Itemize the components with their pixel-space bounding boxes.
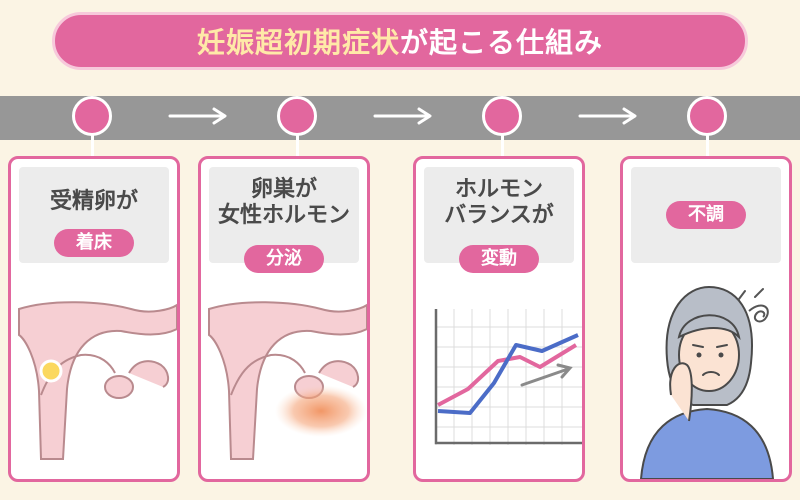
arrow-right-icon [373, 107, 432, 125]
step-card-fluctuation: ホルモン バランスが 変動 [413, 156, 585, 482]
arrow-right-icon [168, 107, 227, 125]
timeline-stem-3 [501, 134, 504, 158]
ovary-illustration [208, 301, 367, 460]
step-label-line1: ホルモン [454, 177, 543, 202]
page-title: 妊娠超初期症状が起こる仕組み [52, 12, 748, 70]
step-label-line1: 卵巣が [250, 177, 317, 202]
title-highlight: 妊娠超初期症状 [196, 26, 400, 59]
step-tag: 不調 [666, 201, 746, 229]
uterus-illustration [18, 301, 177, 460]
step-tag: 分泌 [244, 245, 324, 273]
step-label-line2: バランスが [444, 203, 554, 228]
hormone-graph-illustration [434, 309, 582, 445]
step-card-discomfort: 不調 [620, 156, 792, 482]
timeline-track [0, 96, 800, 140]
troubled-woman-illustration [639, 285, 775, 479]
timeline-node-4 [687, 96, 727, 136]
step-tag: 着床 [54, 229, 134, 257]
step-card-secretion: 卵巣が 女性ホルモン 分泌 [198, 156, 370, 482]
timeline-node-2 [277, 96, 317, 136]
timeline-stem-2 [296, 134, 299, 158]
timeline-node-3 [482, 96, 522, 136]
arrow-right-icon [578, 107, 637, 125]
step-label-line1: 受精卵が [49, 189, 138, 214]
timeline-node-1 [72, 96, 112, 136]
embryo-dot [39, 359, 63, 383]
timeline-stem-1 [91, 134, 94, 158]
step-card-implantation: 受精卵が 着床 [8, 156, 180, 482]
trend-arrow-icon [520, 363, 573, 387]
title-rest: が起こる仕組み [400, 26, 604, 59]
step-label-line2: 女性ホルモン [217, 203, 350, 228]
timeline-stem-4 [706, 134, 709, 158]
step-tag: 変動 [459, 245, 539, 273]
hormone-line-blue [437, 333, 579, 415]
dizzy-swirl-icon [748, 304, 769, 323]
hormone-glow [275, 385, 367, 437]
